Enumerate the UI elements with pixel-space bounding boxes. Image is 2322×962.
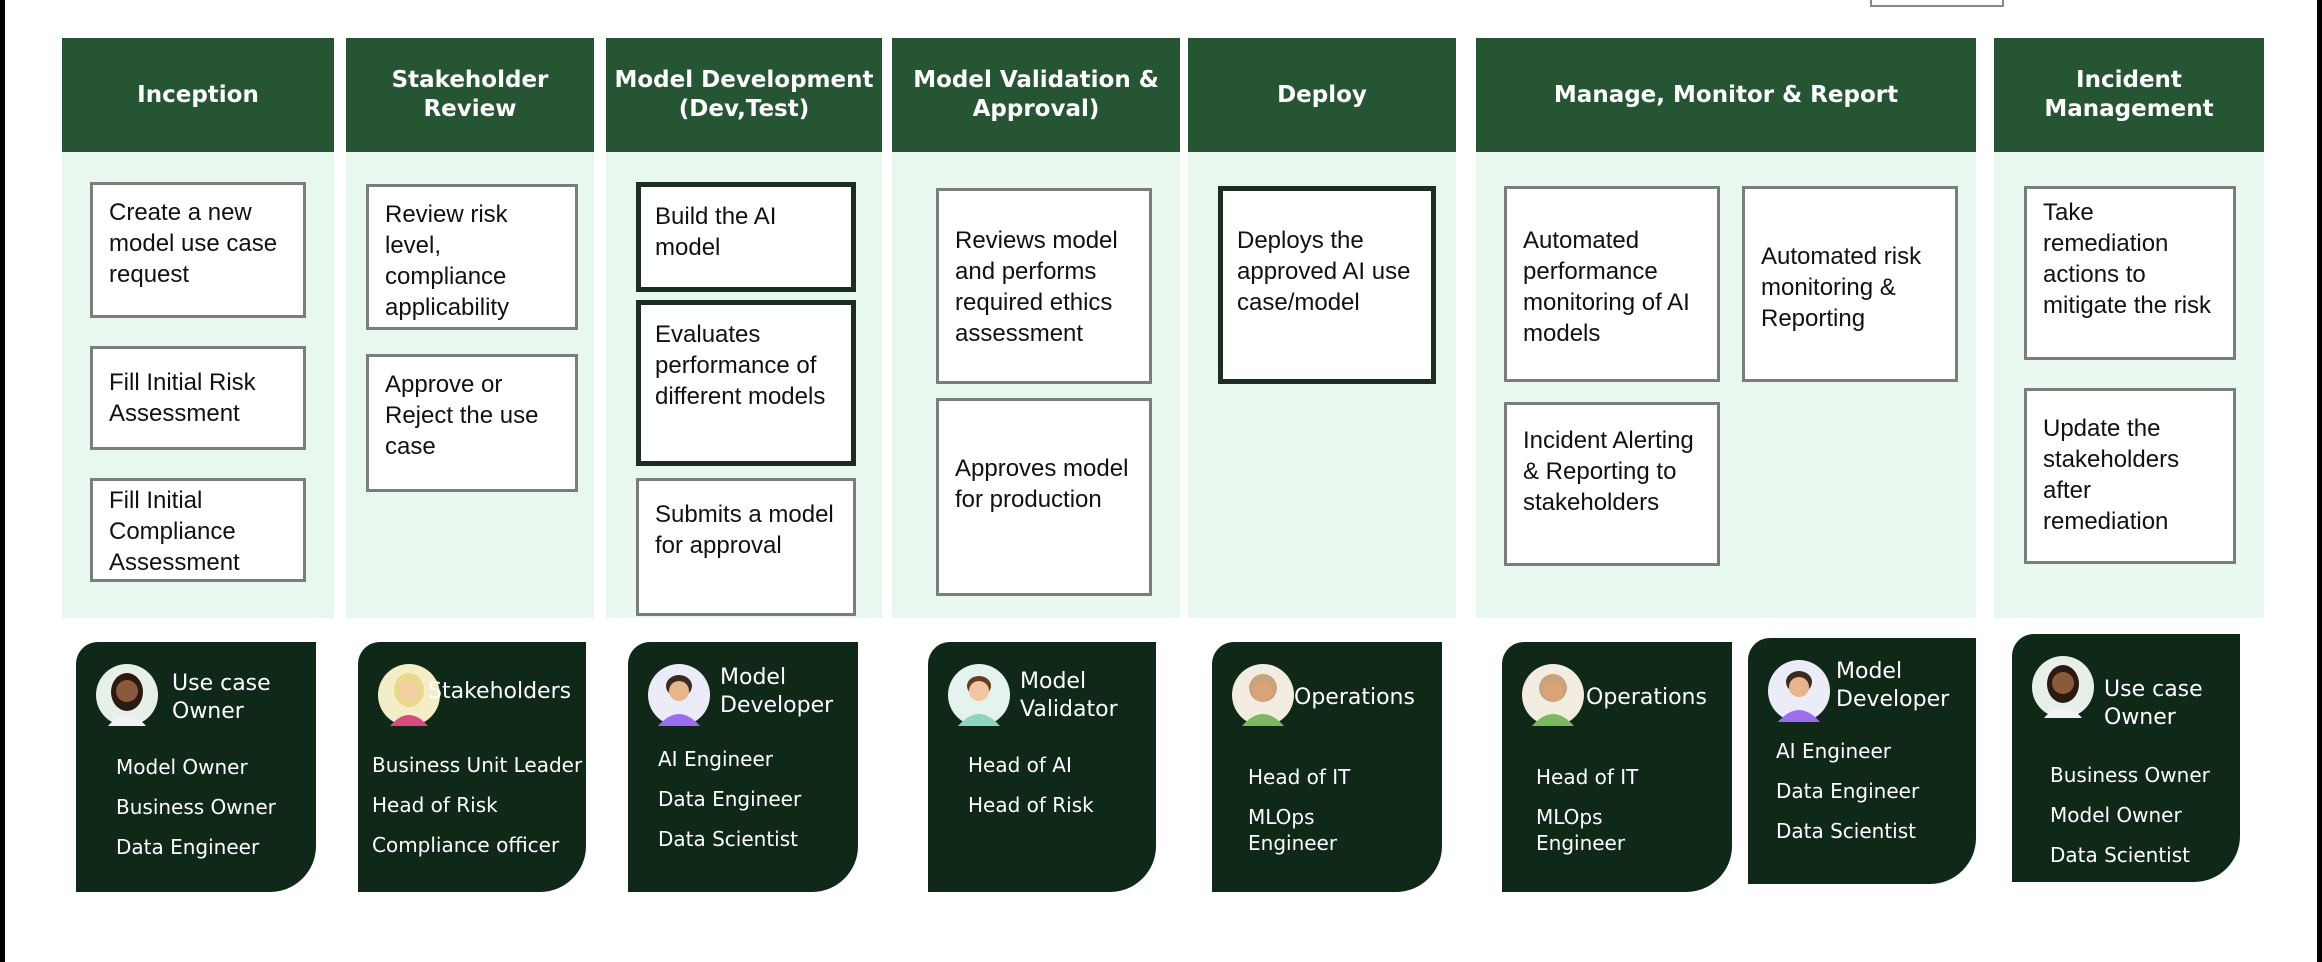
left-edge [0, 0, 5, 962]
persona-card-use-case-owner: Use case Owner Business Owner Model Owne… [2012, 634, 2240, 882]
developer-avatar-icon [648, 664, 710, 726]
task-box: Take remediation actions to mitigate the… [2024, 186, 2236, 360]
persona-role: Business Owner [2050, 763, 2210, 787]
persona-title: Model Validator [1020, 669, 1118, 722]
persona-role: MLOps Engineer [1248, 805, 1338, 855]
woman-avatar-icon [2032, 656, 2094, 718]
stage-incident-management: Incident Management Take remediation act… [1994, 38, 2264, 618]
task-box: Deploys the approved AI use case/model [1218, 186, 1436, 384]
persona-title: Use case Owner [2104, 677, 2203, 730]
persona-role: Data Scientist [658, 827, 798, 851]
task-box: Approves model for production [936, 398, 1152, 596]
task-box: Update the stakeholders after remediatio… [2024, 388, 2236, 564]
stage-inception: Inception Create a new model use case re… [62, 38, 334, 618]
stage-deploy: Deploy Deploys the approved AI use case/… [1188, 38, 1456, 618]
persona-title: Use case Owner [172, 671, 271, 724]
persona-role: AI Engineer [658, 747, 774, 771]
stage-model-development: Model Development (Dev,Test) Build the A… [606, 38, 882, 618]
persona-title: Operations [1294, 685, 1415, 710]
persona-role: Head of IT [1248, 765, 1351, 789]
stage-title: Inception [62, 38, 334, 152]
stage-tasks-panel: Reviews model and performs required ethi… [892, 152, 1180, 618]
operations-avatar-icon [1232, 664, 1294, 726]
persona-role: Head of Risk [372, 793, 498, 817]
task-box: Create a new model use case request [90, 182, 306, 318]
persona-role: Data Engineer [1776, 779, 1920, 803]
persona-role: Business Owner [116, 795, 276, 819]
stage-tasks-panel: Build the AI model Evaluates performance… [606, 152, 882, 618]
persona-role: Data Engineer [116, 835, 260, 859]
stage-stakeholder-review: Stakeholder Review Review risk level, co… [346, 38, 594, 618]
persona-title: Model Developer [720, 665, 834, 718]
task-box: Automated risk monitoring & Reporting [1742, 186, 1958, 382]
persona-role: Model Owner [2050, 803, 2182, 827]
persona-role: Head of AI [968, 753, 1072, 777]
task-box: Reviews model and performs required ethi… [936, 188, 1152, 384]
persona-title: Stakeholders [428, 679, 572, 704]
right-edge [2317, 0, 2322, 962]
persona-card-use-case-owner: Use case Owner Model Owner Business Owne… [76, 642, 316, 892]
stage-title: Manage, Monitor & Report [1476, 38, 1976, 152]
persona-title: Model Developer [1836, 659, 1950, 712]
task-box: Fill Initial Compliance Assessment [90, 478, 306, 582]
stage-tasks-panel: Automated performance monitoring of AI m… [1476, 152, 1976, 618]
stage-title: Model Validation & Approval) [892, 38, 1180, 152]
task-box: Incident Alerting & Reporting to stakeho… [1504, 402, 1720, 566]
persona-title: Operations [1586, 685, 1707, 710]
persona-role: AI Engineer [1776, 739, 1892, 763]
stage-tasks-panel: Take remediation actions to mitigate the… [1994, 152, 2264, 618]
persona-card-model-developer: Model Developer AI Engineer Data Enginee… [628, 642, 858, 892]
stage-title: Stakeholder Review [346, 38, 594, 152]
stage-tasks-panel: Review risk level, compliance applicabil… [346, 152, 594, 618]
stage-tasks-panel: Deploys the approved AI use case/model [1188, 152, 1456, 618]
persona-card-operations: Operations Head of IT MLOps Engineer [1212, 642, 1442, 892]
stage-title: Incident Management [1994, 38, 2264, 152]
persona-role: Compliance officer [372, 833, 560, 857]
task-box: Evaluates performance of different model… [636, 300, 856, 466]
task-box: Submits a model for approval [636, 478, 856, 616]
top-frame [1870, 0, 2004, 7]
operations-avatar-icon [1522, 664, 1584, 726]
persona-role: MLOps Engineer [1536, 805, 1626, 855]
stage-tasks-panel: Create a new model use case request Fill… [62, 152, 334, 618]
stage-manage-monitor-report: Manage, Monitor & Report Automated perfo… [1476, 38, 1976, 618]
stakeholder-avatar-icon [378, 664, 440, 726]
task-box: Approve or Reject the use case [366, 354, 578, 492]
task-box: Review risk level, compliance applicabil… [366, 184, 578, 330]
persona-card-model-validator: Model Validator Head of AI Head of Risk [928, 642, 1156, 892]
task-box: Build the AI model [636, 182, 856, 292]
persona-role: Head of Risk [968, 793, 1094, 817]
persona-role: Data Engineer [658, 787, 802, 811]
persona-role: Model Owner [116, 755, 248, 779]
persona-role: Head of IT [1536, 765, 1639, 789]
persona-role: Business Unit Leader [372, 753, 583, 777]
persona-card-operations: Operations Head of IT MLOps Engineer [1502, 642, 1732, 892]
stage-title: Model Development (Dev,Test) [606, 38, 882, 152]
stage-title: Deploy [1188, 38, 1456, 152]
task-box: Fill Initial Risk Assessment [90, 346, 306, 450]
persona-card-stakeholders: Stakeholders Business Unit Leader Head o… [358, 642, 586, 892]
stage-model-validation: Model Validation & Approval) Reviews mod… [892, 38, 1180, 618]
persona-card-model-developer: Model Developer AI Engineer Data Enginee… [1748, 638, 1976, 884]
persona-role: Data Scientist [2050, 843, 2190, 867]
woman-avatar-icon [96, 664, 158, 726]
task-box: Automated performance monitoring of AI m… [1504, 186, 1720, 382]
validator-avatar-icon [948, 664, 1010, 726]
persona-role: Data Scientist [1776, 819, 1916, 843]
developer-avatar-icon [1768, 660, 1830, 722]
